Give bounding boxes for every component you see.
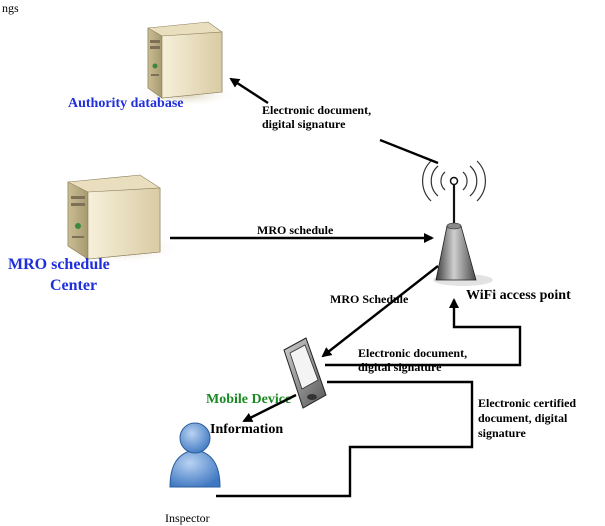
edge-label-ap-to-db-line1: Electronic document, — [262, 103, 371, 117]
edge-label-certified-line2: document, digital — [478, 411, 568, 425]
authority-database-label: Authority database — [68, 96, 184, 111]
header-fragment: ngs — [2, 1, 19, 15]
edge-label-center-to-ap: MRO schedule — [257, 223, 334, 237]
edge-arrow-ap-to-mobile — [321, 265, 439, 358]
wifi-access-point-icon — [422, 160, 493, 286]
mro-center-server-icon — [58, 174, 182, 264]
inspector-person-icon — [169, 422, 221, 488]
edge-arrow-ap-to-db — [229, 77, 269, 105]
edge-label-ap-to-db-line2: digital signature — [262, 117, 346, 131]
mro-center-label-line2: Center — [50, 277, 97, 294]
edge-arrow-mobile-to-inspector — [242, 393, 297, 423]
edge-arrow-mobile-to-ap — [325, 298, 522, 367]
edge-label-mobile-to-ap-line2: digital signature — [358, 360, 442, 374]
edge-label-mobile-to-inspector: Information — [210, 422, 283, 437]
edge-label-certified-line1: Electronic certified — [478, 396, 576, 410]
mobile-device-icon — [283, 337, 327, 409]
edge-line-certified-document — [216, 380, 474, 498]
authority-database-server-icon — [133, 21, 237, 107]
edge-line-ap-to-db-lower — [379, 138, 439, 165]
inspector-label: Inspector — [165, 511, 210, 525]
edge-label-ap-to-mobile: MRO Schedule — [330, 292, 409, 306]
edge-label-mobile-to-ap-line1: Electronic document, — [358, 346, 467, 360]
wifi-access-point-label: WiFi access point — [466, 288, 571, 303]
mobile-device-label: Mobile Device — [206, 392, 291, 407]
mro-center-label-line1: MRO schedule — [8, 256, 110, 273]
edge-label-certified-line3: signature — [478, 426, 526, 440]
